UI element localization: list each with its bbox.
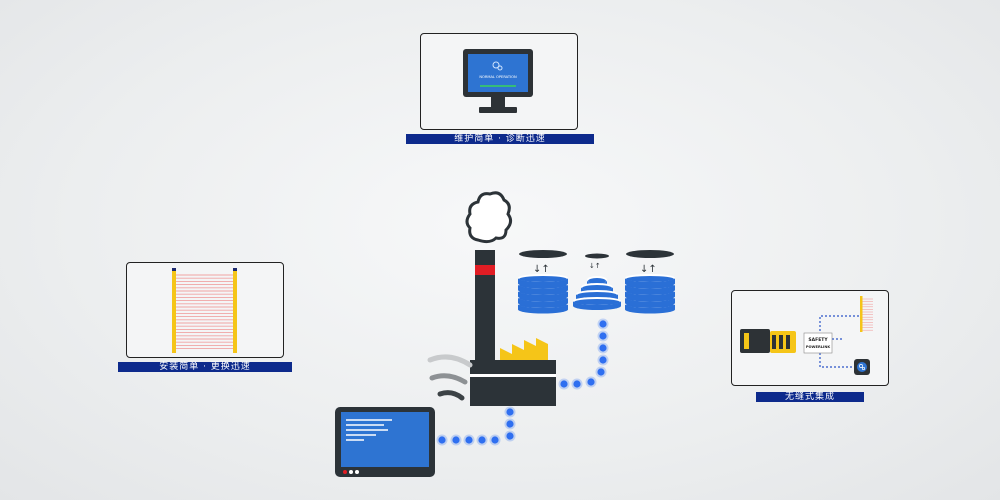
module-label-safety: SAFETY — [808, 338, 828, 343]
stack-middle-icon: ↓↑ — [585, 253, 609, 270]
monitor-panel: NORMAL OPERATION — [420, 33, 578, 130]
connection-dot — [560, 380, 568, 388]
production-stacks: ↓↑ ↓↑ ↓↑ — [518, 250, 675, 314]
connection-dot — [478, 436, 486, 444]
stack-left-icon: ↓↑ — [519, 250, 567, 275]
module-label-powerlink: POWERLINK — [805, 345, 831, 349]
light-curtain-icon — [172, 268, 237, 353]
tablet-icon — [335, 407, 435, 477]
stack-right-icon: ↓↑ — [626, 250, 674, 275]
monitor-caption: 维护简单 · 诊断迅速 — [406, 134, 594, 144]
connection-dot — [597, 368, 605, 376]
chimney — [475, 250, 495, 370]
connection-dot — [599, 332, 607, 340]
light-curtain-caption: 安装简单 · 更换迅速 — [118, 362, 292, 372]
svg-text:↓↑: ↓↑ — [589, 262, 601, 270]
wireless-signal-icon — [427, 354, 473, 401]
connection-dot — [506, 420, 514, 428]
monitor-icon — [463, 49, 533, 113]
connection-dot — [599, 320, 607, 328]
connection-dot — [465, 436, 473, 444]
connection-dot — [587, 378, 595, 386]
connection-dot — [506, 408, 514, 416]
connection-dot — [573, 380, 581, 388]
network-connection-dots — [436, 318, 609, 446]
factory-icon — [470, 338, 556, 406]
gear-icon — [492, 61, 500, 69]
svg-text:↓↑: ↓↑ — [640, 264, 657, 275]
svg-text:↓↑: ↓↑ — [533, 264, 550, 275]
light-curtain-panel — [126, 262, 284, 358]
connection-dot — [599, 356, 607, 364]
connection-dot — [438, 436, 446, 444]
monitor-screen-text: NORMAL OPERATION — [479, 75, 517, 79]
connection-dot — [491, 436, 499, 444]
integration-caption: 无缝式集成 — [756, 392, 864, 402]
connection-dot — [452, 436, 460, 444]
connection-dot — [599, 344, 607, 352]
integration-panel: SAFETY POWERLINK — [731, 290, 889, 386]
connection-dot — [506, 432, 514, 440]
smoke-cloud-icon — [465, 191, 513, 244]
integration-illustration — [740, 296, 873, 375]
